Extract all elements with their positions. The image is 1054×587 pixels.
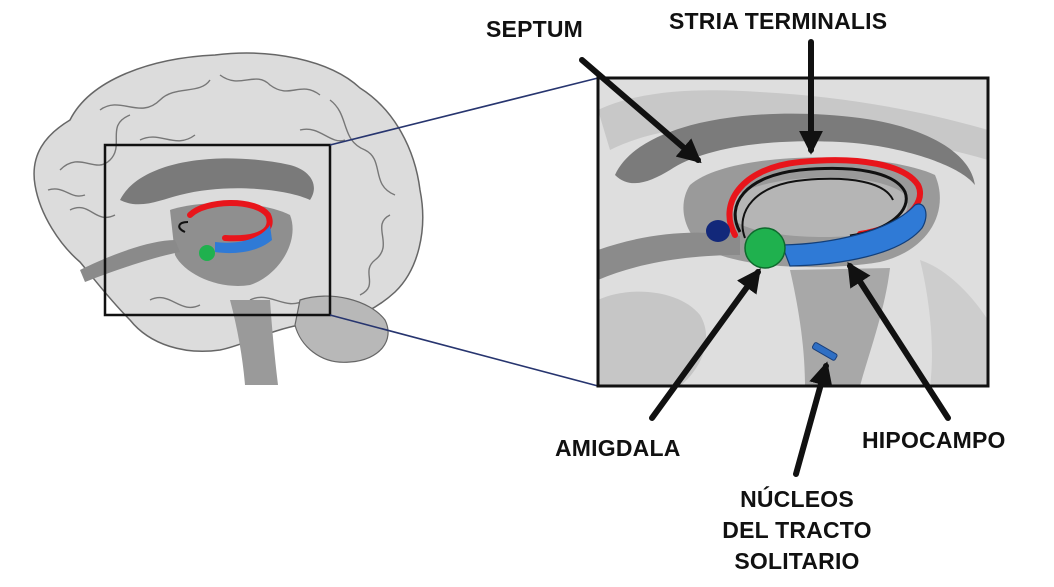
label-septum: SEPTUM <box>486 14 583 45</box>
label-hipocampo: HIPOCAMPO <box>862 425 1006 456</box>
amygdala-small <box>199 245 215 261</box>
label-amigdala: AMIGDALA <box>555 433 681 464</box>
label-nucleos-line2: DEL TRACTO <box>702 515 892 546</box>
label-stria-terminalis: STRIA TERMINALIS <box>669 6 887 37</box>
septum-zoom <box>706 220 730 242</box>
label-nucleos-line1: NÚCLEOS <box>702 484 892 515</box>
lower-cortex-zoom <box>598 292 706 386</box>
whole-brain-illustration <box>34 53 423 385</box>
amygdala-zoom <box>745 228 785 268</box>
label-nucleos-tracto-solitario: NÚCLEOS DEL TRACTO SOLITARIO <box>702 484 892 577</box>
label-nucleos-line3: SOLITARIO <box>702 546 892 577</box>
